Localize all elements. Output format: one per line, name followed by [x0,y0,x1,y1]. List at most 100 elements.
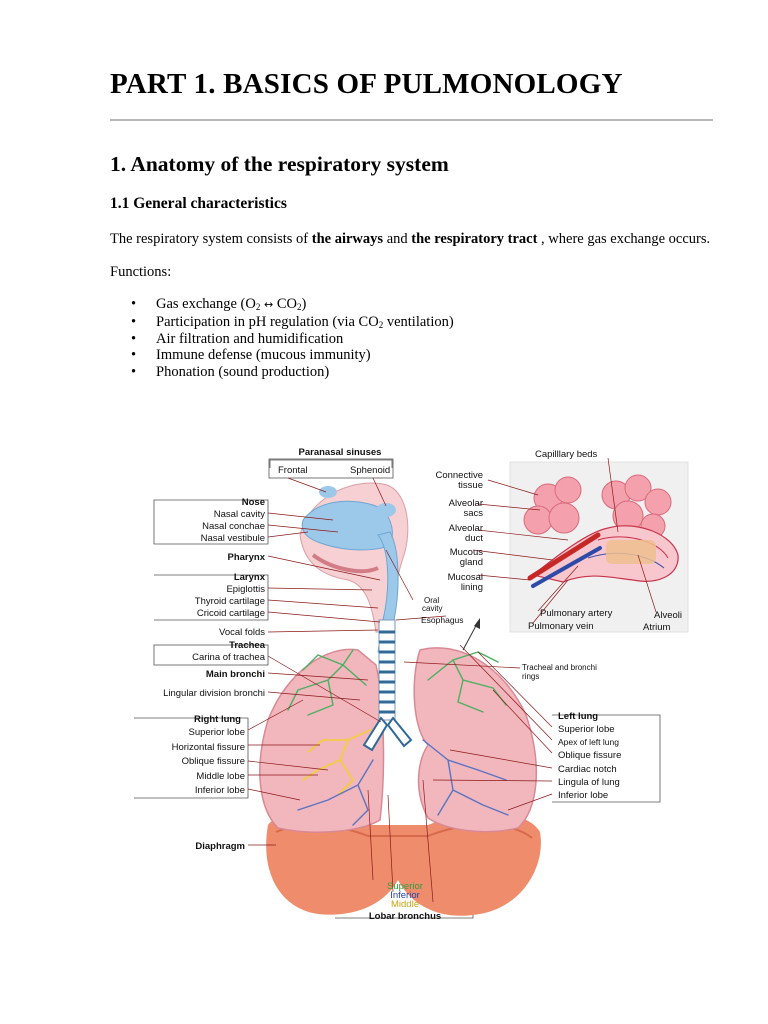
title-divider [110,119,713,121]
label-lobar-inferior: Inferior [390,890,420,901]
label-oral-cavity-2: cavity [422,604,442,613]
label-pulmonary-vein: Pulmonary vein [528,621,593,632]
label-trachea: Trachea [229,640,266,651]
label-horizontal-fissure: Horizontal fissure [172,742,245,753]
label-tracheal-rings-2: rings [522,672,539,681]
bronchial-tree [287,649,509,826]
bullet-icon: • [131,296,137,312]
air-filtration-text: Air filtration and humidification [156,330,344,347]
label-cardiac-notch: Cardiac notch [558,764,617,775]
bidirectional-arrow-icon: ↔ [263,298,274,311]
diaphragm-shape [266,812,541,916]
label-lobar-bronchus: Lobar bronchus [369,911,441,922]
paranasal-bracket [269,459,393,468]
label-nose: Nose [242,497,265,508]
label-paranasal-sinuses: Paranasal sinuses [299,447,382,458]
label-vocal-folds: Vocal folds [219,627,265,638]
ph-regulation-text: ventilation) [383,313,454,330]
page-title: PART 1. BASICS OF PULMONOLOGY [110,68,623,100]
label-larynx: Larynx [234,572,266,583]
label-alveolar-sacs-1: Alveolar [449,498,483,509]
label-connective-tissue-1: Connective [435,470,483,481]
intro-bold-respiratory-tract: the respiratory tract [411,231,538,247]
bullet-icon: • [131,347,137,364]
diagram-labels: Paranasal sinuses Frontal Sphenoid Nose … [163,447,682,922]
subscript: 2 [378,319,384,330]
subsection-heading: 1.1 General characteristics [110,195,287,212]
label-lobar-middle: Middle [391,899,419,910]
list-item-gas-exchange: •Gas exchange (O2 ↔ CO2) [110,296,454,314]
label-oral-cavity-1: Oral [424,596,439,605]
label-mucosal-lining-2: lining [461,582,483,593]
list-item-phonation: •Phonation (sound production) [110,364,454,381]
label-lingular-division-bronchi: Lingular division bronchi [163,688,265,699]
label-atrium: Atrium [643,622,671,633]
right-lung-box [134,717,249,799]
label-left-inferior-lobe: Inferior lobe [558,790,608,801]
list-item-air-filtration: •Air filtration and humidification [110,331,454,348]
label-right-superior-lobe: Superior lobe [188,727,245,738]
gas-exchange-text: Gas exchange (O [156,296,256,312]
label-alveolar-sacs-2: sacs [463,508,483,519]
label-mucous-gland-2: gland [460,557,483,568]
label-tracheal-rings-1: Tracheal and bronchi [522,663,597,672]
gas-exchange-text: ) [301,296,307,312]
label-diaphragm: Diaphragm [195,841,245,852]
intro-bold-airways: the airways [311,231,384,247]
bullet-icon: • [131,364,137,381]
label-right-oblique-fissure: Oblique fissure [182,756,245,767]
paranasal-box [268,458,394,479]
trachea-box [153,644,269,666]
list-item-immune-defense: • Immune defense (mucous immunity) [110,347,454,364]
subscript: 2 [255,302,261,312]
label-lobar-superior: Superior [387,881,423,892]
intro-text: and [383,231,412,247]
alveoli-inset [523,474,679,588]
label-cricoid-cartilage: Cricoid cartilage [197,608,265,619]
label-apex-of-left-lung: Apex of left lung [558,737,619,747]
label-carina-of-trachea: Carina of trachea [192,652,266,663]
immune-defense-text: Immune defense (mucous immunity) [156,347,371,364]
main-bronchi-shape [362,716,413,752]
respiratory-system-diagram: Paranasal sinuses Frontal Sphenoid Nose … [128,440,698,925]
functions-list: •Gas exchange (O2 ↔ CO2) •Participation … [110,296,454,381]
section-heading: 1. Anatomy of the respiratory system [110,152,449,176]
label-sphenoid: Sphenoid [350,465,390,476]
bullet-icon: • [131,313,137,330]
label-frontal: Frontal [278,465,308,476]
left-lung-shape [413,647,538,833]
trachea-shape [378,619,396,721]
label-nasal-cavity: Nasal cavity [214,509,265,520]
tracheal-rings [379,630,395,714]
label-left-oblique-fissure: Oblique fissure [558,750,621,761]
label-mucosal-lining-1: Mucosal [448,572,483,583]
label-esophagus: Esophagus [421,615,464,625]
respiratory-system-figure: Paranasal sinuses Frontal Sphenoid Nose … [134,447,689,922]
label-nasal-vestibule: Nasal vestibule [201,533,265,544]
label-middle-lobe: Middle lobe [196,771,245,782]
tongue-shape [311,553,379,574]
intro-text: , where gas exchange occurs. [537,231,711,247]
label-connective-tissue-2: tissue [458,480,483,491]
nose-box [153,499,269,545]
label-capillary-beds: Capilllary beds [535,449,598,460]
label-left-superior-lobe: Superior lobe [558,724,615,735]
label-lingula-of-lung: Lingula of lung [558,777,620,788]
label-nasal-conchae: Nasal conchae [202,521,265,532]
label-thyroid-cartilage: Thyroid cartilage [195,596,265,607]
label-alveolar-duct-1: Alveolar [449,523,483,534]
sphenoid-sinus-shape [376,503,396,517]
label-alveoli: Alveoli [654,610,682,621]
arrowhead-icon [474,618,480,629]
label-mucous-gland-1: Mucous [450,547,484,558]
label-alveolar-duct-2: duct [465,533,483,544]
label-pharynx: Pharynx [228,552,266,563]
intro-text: The respiratory system consists of [110,231,312,247]
label-left-lung: Left lung [558,711,598,722]
intro-paragraph: The respiratory system consists of the a… [110,231,716,248]
leader-lines [247,457,657,903]
label-main-bronchi: Main bronchi [206,669,265,680]
label-right-lung: Right lung [194,714,241,725]
ph-regulation-text: Participation in pH regulation (via CO [156,313,379,330]
frontal-sinus-shape [319,486,337,498]
